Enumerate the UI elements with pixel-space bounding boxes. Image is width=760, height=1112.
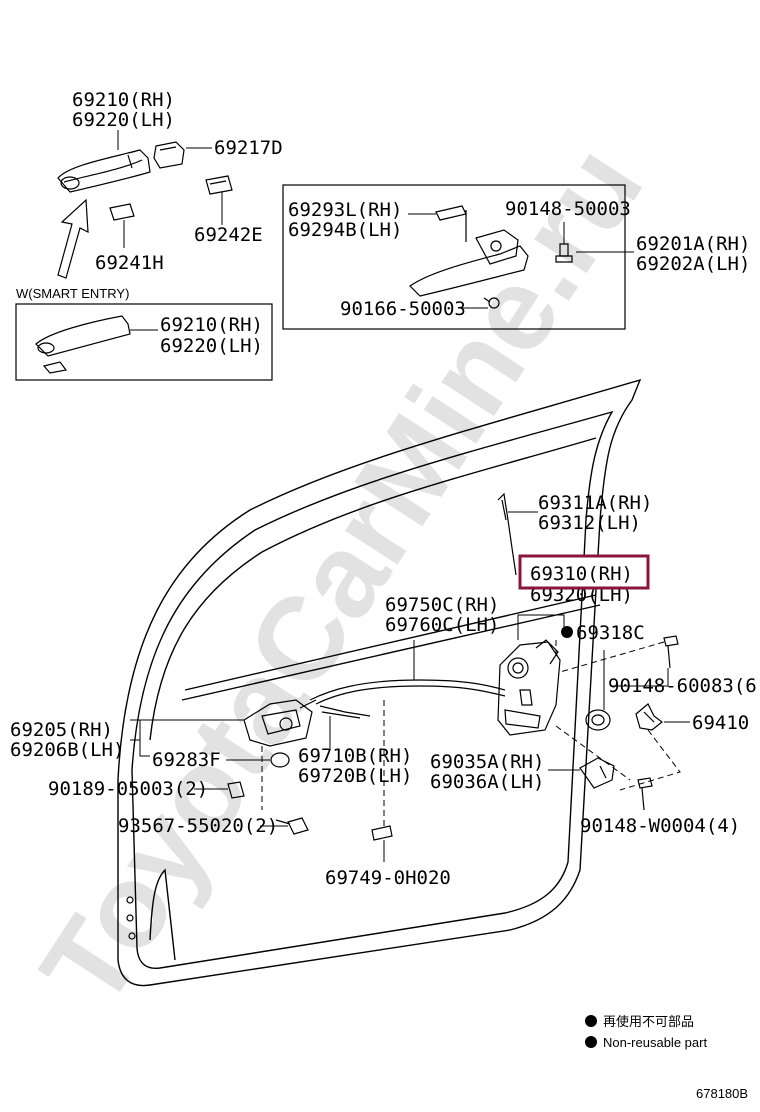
label-69410: 69410 — [692, 712, 749, 734]
highlight-bg — [520, 556, 648, 588]
label-69750c-rh: 69750C(RH) — [385, 594, 499, 616]
inside-handle-69205 — [243, 699, 313, 747]
bolt-90148-60083 — [663, 635, 679, 669]
plug-69283f — [270, 752, 290, 768]
label-90148-w0004: 90148-W0004(4) — [580, 815, 740, 837]
label-69318c: 69318C — [576, 622, 645, 644]
pad-69241h — [109, 203, 135, 221]
label-69294b-lh: 69294B(LH) — [288, 219, 402, 241]
cable-69750c — [299, 679, 506, 709]
label-90148-50003: 90148-50003 — [505, 198, 631, 220]
label-69202a-lh: 69202A(LH) — [636, 253, 750, 275]
legend-dot-jp — [585, 1015, 597, 1027]
rod-69710b — [319, 705, 371, 719]
striker-69410 — [635, 703, 663, 731]
label-69220-lh: 69220(LH) — [72, 109, 175, 131]
diagram-code: 678180B — [696, 1086, 748, 1101]
non-reusable-dot — [561, 626, 573, 638]
arrow-up-icon — [57, 198, 89, 279]
smart-entry-box — [15, 303, 273, 381]
label-69710b-rh: 69710B(RH) — [298, 745, 412, 767]
label-69241h: 69241H — [95, 252, 164, 274]
label-69210-rh: 69210(RH) — [72, 89, 175, 111]
outside-handle — [57, 149, 151, 193]
label-90166-50003: 90166-50003 — [340, 298, 466, 320]
bolt-90148-50003 — [555, 243, 573, 263]
label-se-69220-lh: 69220(LH) — [160, 335, 263, 357]
frame-box — [282, 184, 626, 330]
lock-rod-69311a — [497, 492, 517, 576]
label-69293l-rh: 69293L(RH) — [288, 199, 402, 221]
label-69242e: 69242E — [194, 224, 263, 246]
label-69217d: 69217D — [214, 137, 283, 159]
smart-entry-caption: W(SMART ENTRY) — [16, 286, 129, 301]
connector-69035a — [579, 757, 615, 789]
label-69760c-lh: 69760C(LH) — [385, 614, 499, 636]
label-69206b-lh: 69206B(LH) — [10, 739, 124, 761]
legend-jp: 再使用不可部品 — [603, 1014, 694, 1029]
label-90148-60083: 90148-60083(6) — [608, 675, 760, 697]
screw-93567-55020 — [275, 817, 309, 835]
screw-90166-50003 — [483, 297, 500, 309]
label-69201a-rh: 69201A(RH) — [636, 233, 750, 255]
label-69311a-rh: 69311A(RH) — [538, 492, 652, 514]
label-69035a-rh: 69035A(RH) — [430, 751, 544, 773]
legend-dot-en — [585, 1036, 597, 1048]
label-69036a-lh: 69036A(LH) — [430, 771, 544, 793]
door-lock-assembly — [497, 639, 561, 736]
label-69312-lh: 69312(LH) — [538, 512, 641, 534]
label-69749-0h020: 69749-0H020 — [325, 867, 451, 889]
label-69720b-lh: 69720B(LH) — [298, 765, 412, 787]
smart-entry-handle — [35, 315, 131, 374]
label-93567-55020: 93567-55020(2) — [118, 815, 278, 837]
label-69310-rh[interactable]: 69310(RH) — [530, 563, 633, 585]
clip-69749 — [371, 825, 393, 841]
cap-69217d — [153, 141, 185, 169]
screw-90189-05003 — [227, 781, 245, 799]
label-69283f: 69283F — [152, 749, 221, 771]
door-panel — [117, 378, 642, 987]
legend-en: Non-reusable part — [603, 1035, 707, 1050]
label-90189-05003: 90189-05003(2) — [48, 778, 208, 800]
label-se-69210-rh: 69210(RH) — [160, 314, 263, 336]
handle-frame — [409, 205, 529, 297]
screw-90148-w0004 — [637, 777, 653, 811]
label-69205-rh: 69205(RH) — [10, 719, 113, 741]
pad-69242e — [205, 175, 233, 195]
highlight-box[interactable] — [518, 554, 650, 590]
grommet-69318c — [585, 709, 611, 731]
